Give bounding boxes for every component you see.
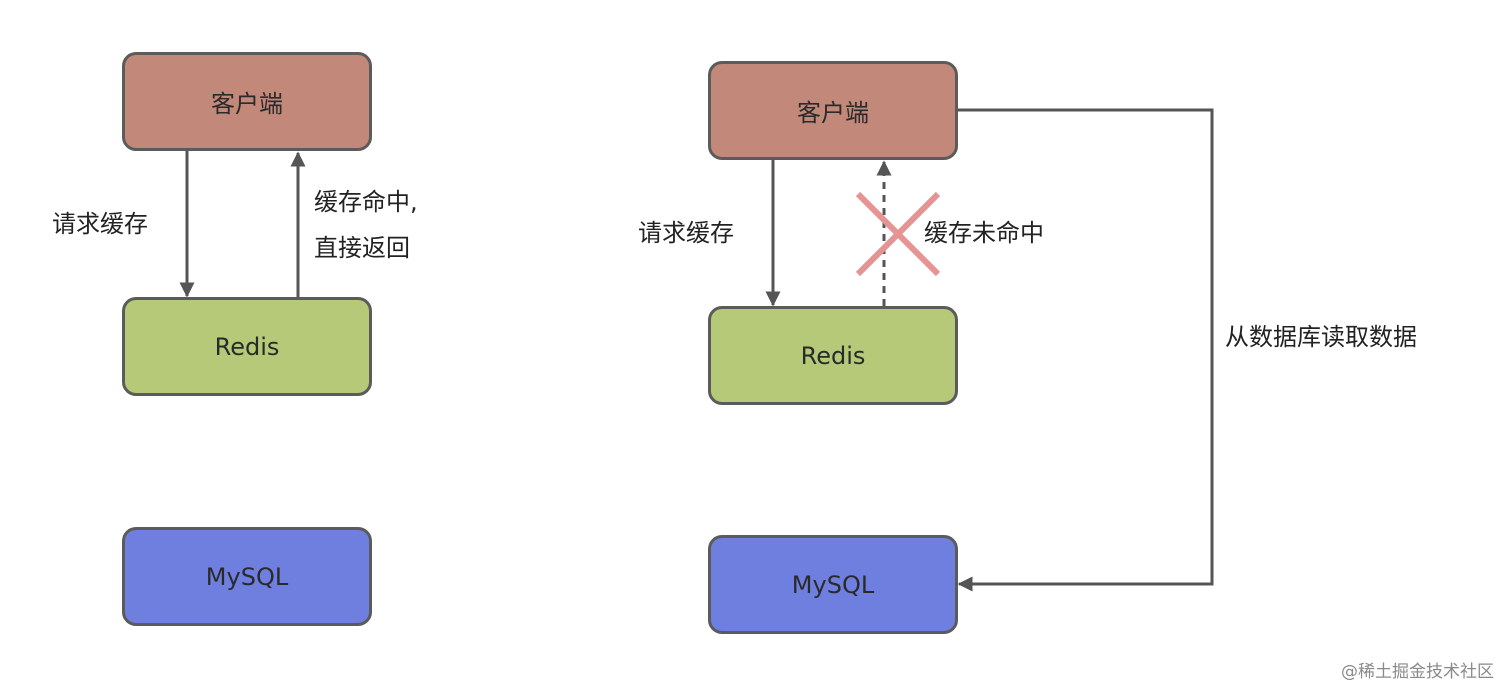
right-mysql-box: MySQL (708, 535, 958, 634)
left-mysql-label: MySQL (205, 562, 289, 591)
left-client-label: 客户端 (211, 90, 283, 118)
left-client-box: 客户端 (122, 52, 372, 151)
right-redis-label: Redis (800, 341, 866, 370)
watermark: @稀土掘金技术社区 (1341, 662, 1494, 682)
left-request-label: 请求缓存 (52, 210, 148, 238)
cross-icon (855, 191, 941, 277)
right-client-label: 客户端 (797, 99, 869, 127)
left-hit-label-line2: 直接返回 (314, 234, 410, 262)
right-client-box: 客户端 (708, 61, 958, 160)
left-redis-box: Redis (122, 297, 372, 396)
right-mysql-label: MySQL (791, 570, 875, 599)
left-mysql-box: MySQL (122, 527, 372, 626)
right-miss-label: 缓存未命中 (924, 219, 1044, 247)
left-redis-label: Redis (214, 332, 280, 361)
read-database-arrow (957, 108, 1214, 592)
right-request-label: 请求缓存 (638, 219, 734, 247)
left-hit-label-line1: 缓存命中, (314, 188, 418, 216)
right-db-read-label: 从数据库读取数据 (1225, 323, 1417, 351)
right-redis-box: Redis (708, 306, 958, 405)
